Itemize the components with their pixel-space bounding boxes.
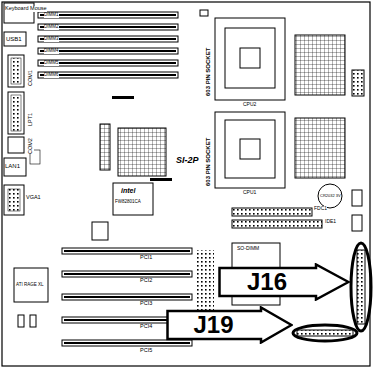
- part-label: COM1: [28, 70, 34, 86]
- part-label: CPU1: [243, 190, 256, 195]
- part-label: PCI5: [140, 348, 152, 354]
- part-label: SI-2P: [176, 156, 199, 165]
- part-label: DIMM3: [44, 37, 59, 42]
- callout-arrow: J16: [218, 263, 350, 301]
- part-label: CPU2: [243, 102, 256, 107]
- arrow-shape: [168, 308, 292, 343]
- arrow-shape: [220, 265, 349, 300]
- part-label: VGA1: [26, 195, 41, 201]
- callout-text: J16: [247, 270, 287, 294]
- part-label: DIMM5: [44, 61, 59, 66]
- part-label: PCI2: [140, 278, 152, 284]
- part-label: SO-DIMM: [237, 246, 259, 251]
- part-label: intel: [121, 187, 135, 194]
- part-label: Keyboard Mouse: [5, 6, 47, 12]
- part-label: LAN1: [5, 163, 20, 169]
- part-label: FW82801CA: [115, 200, 141, 205]
- part-label: DIMM4: [44, 49, 59, 54]
- part-label: DIMM2: [44, 25, 59, 30]
- part-label: 603 PIN SOCKET: [205, 138, 211, 186]
- part-label: ATI RAGE XL: [16, 283, 43, 288]
- part-label: PCI4: [140, 324, 152, 330]
- part-label: PCI3: [140, 301, 152, 307]
- part-label: USB1: [6, 36, 22, 42]
- part-label: DIMM6: [44, 73, 59, 78]
- part-label: DIMM1: [44, 13, 59, 18]
- part-label: PCI1: [140, 255, 152, 261]
- part-label: 603 PIN SOCKET: [205, 48, 211, 96]
- part-label: IDE1: [325, 219, 336, 224]
- part-label: FDC1: [314, 206, 327, 211]
- part-label: LPT1: [28, 113, 34, 126]
- callout-arrow: J19: [166, 306, 293, 344]
- part-label: COM2: [28, 138, 34, 154]
- part-label: CR2032 3V: [320, 194, 341, 198]
- callout-text: J19: [193, 313, 233, 337]
